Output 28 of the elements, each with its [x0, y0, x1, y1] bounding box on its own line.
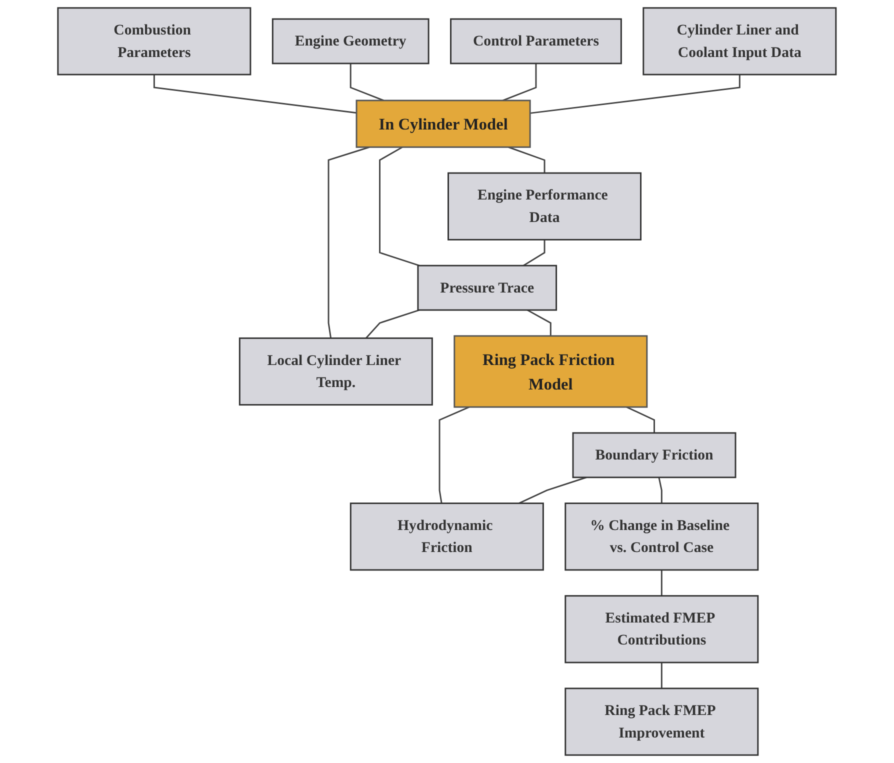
node-box: Ring Pack FMEP Improvement	[564, 688, 759, 756]
connector	[328, 146, 370, 338]
connector	[523, 240, 546, 266]
connector	[379, 146, 420, 266]
connector	[508, 146, 546, 174]
connector	[526, 309, 552, 336]
node-box: Engine Geometry	[272, 18, 430, 64]
node-box: Hydrodynamic Friction	[350, 502, 544, 571]
connector	[530, 74, 740, 114]
connector	[626, 406, 656, 433]
node-box: Pressure Trace	[417, 264, 558, 311]
node-box: Boundary Friction	[572, 432, 736, 478]
connector	[658, 477, 662, 504]
connector	[438, 406, 470, 504]
connector	[661, 662, 662, 688]
node-box: Estimated FMEP Contributions	[564, 595, 759, 664]
connector	[518, 476, 587, 504]
node-box: % Change in Baseline vs. Control Case	[564, 502, 759, 571]
connector	[366, 309, 420, 339]
node-box: Engine Performance Data	[448, 172, 642, 240]
node-box: Cylinder Liner and Coolant Input Data	[642, 7, 837, 76]
node-box: Local Cylinder Liner Temp.	[239, 337, 433, 406]
connector	[154, 74, 357, 114]
node-box: Ring Pack Friction Model	[454, 335, 648, 408]
node-box: In Cylinder Model	[356, 100, 531, 148]
node-box: Control Parameters	[450, 18, 622, 64]
node-box: Combustion Parameters	[57, 7, 252, 76]
connector	[661, 570, 662, 596]
